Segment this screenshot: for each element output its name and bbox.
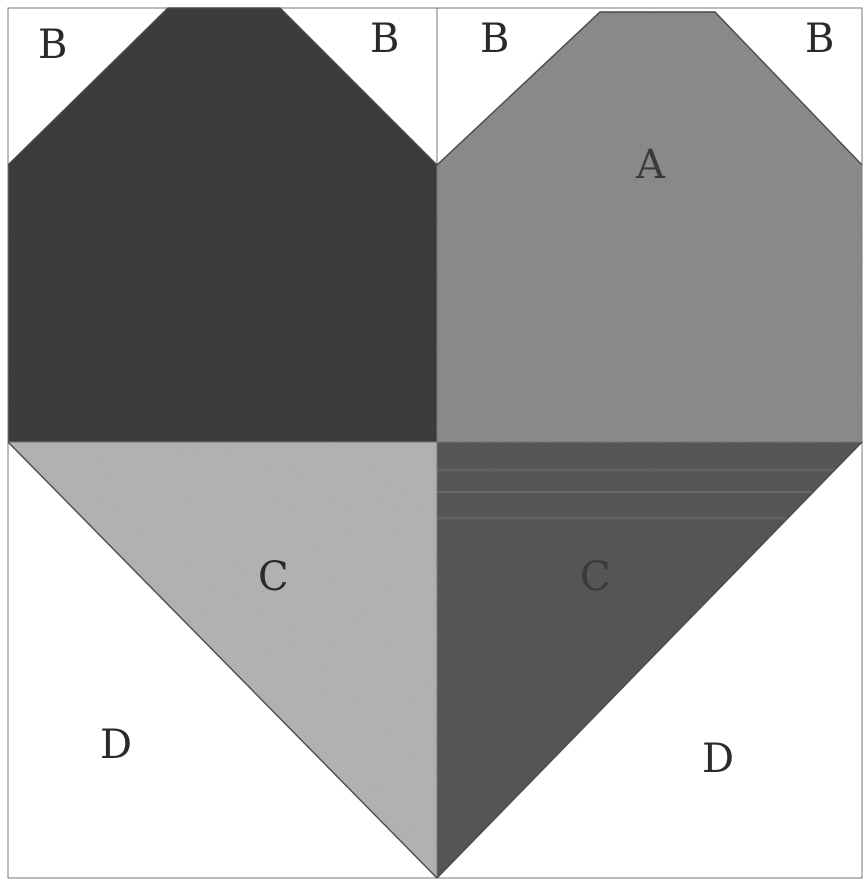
label-b-top-right-outer: B: [805, 16, 834, 62]
label-a-top-left: A: [197, 182, 228, 228]
label-d-bottom-right: D: [702, 736, 734, 782]
label-c-bottom-left: C: [258, 554, 289, 600]
label-d-bottom-left: D: [100, 722, 132, 768]
label-a-top-right: A: [635, 142, 666, 188]
label-c-bottom-right: C: [580, 554, 611, 600]
label-b-top-left-inner: B: [370, 16, 399, 62]
label-b-top-left-outer: B: [38, 22, 67, 68]
label-b-top-right-inner: B: [480, 16, 509, 62]
